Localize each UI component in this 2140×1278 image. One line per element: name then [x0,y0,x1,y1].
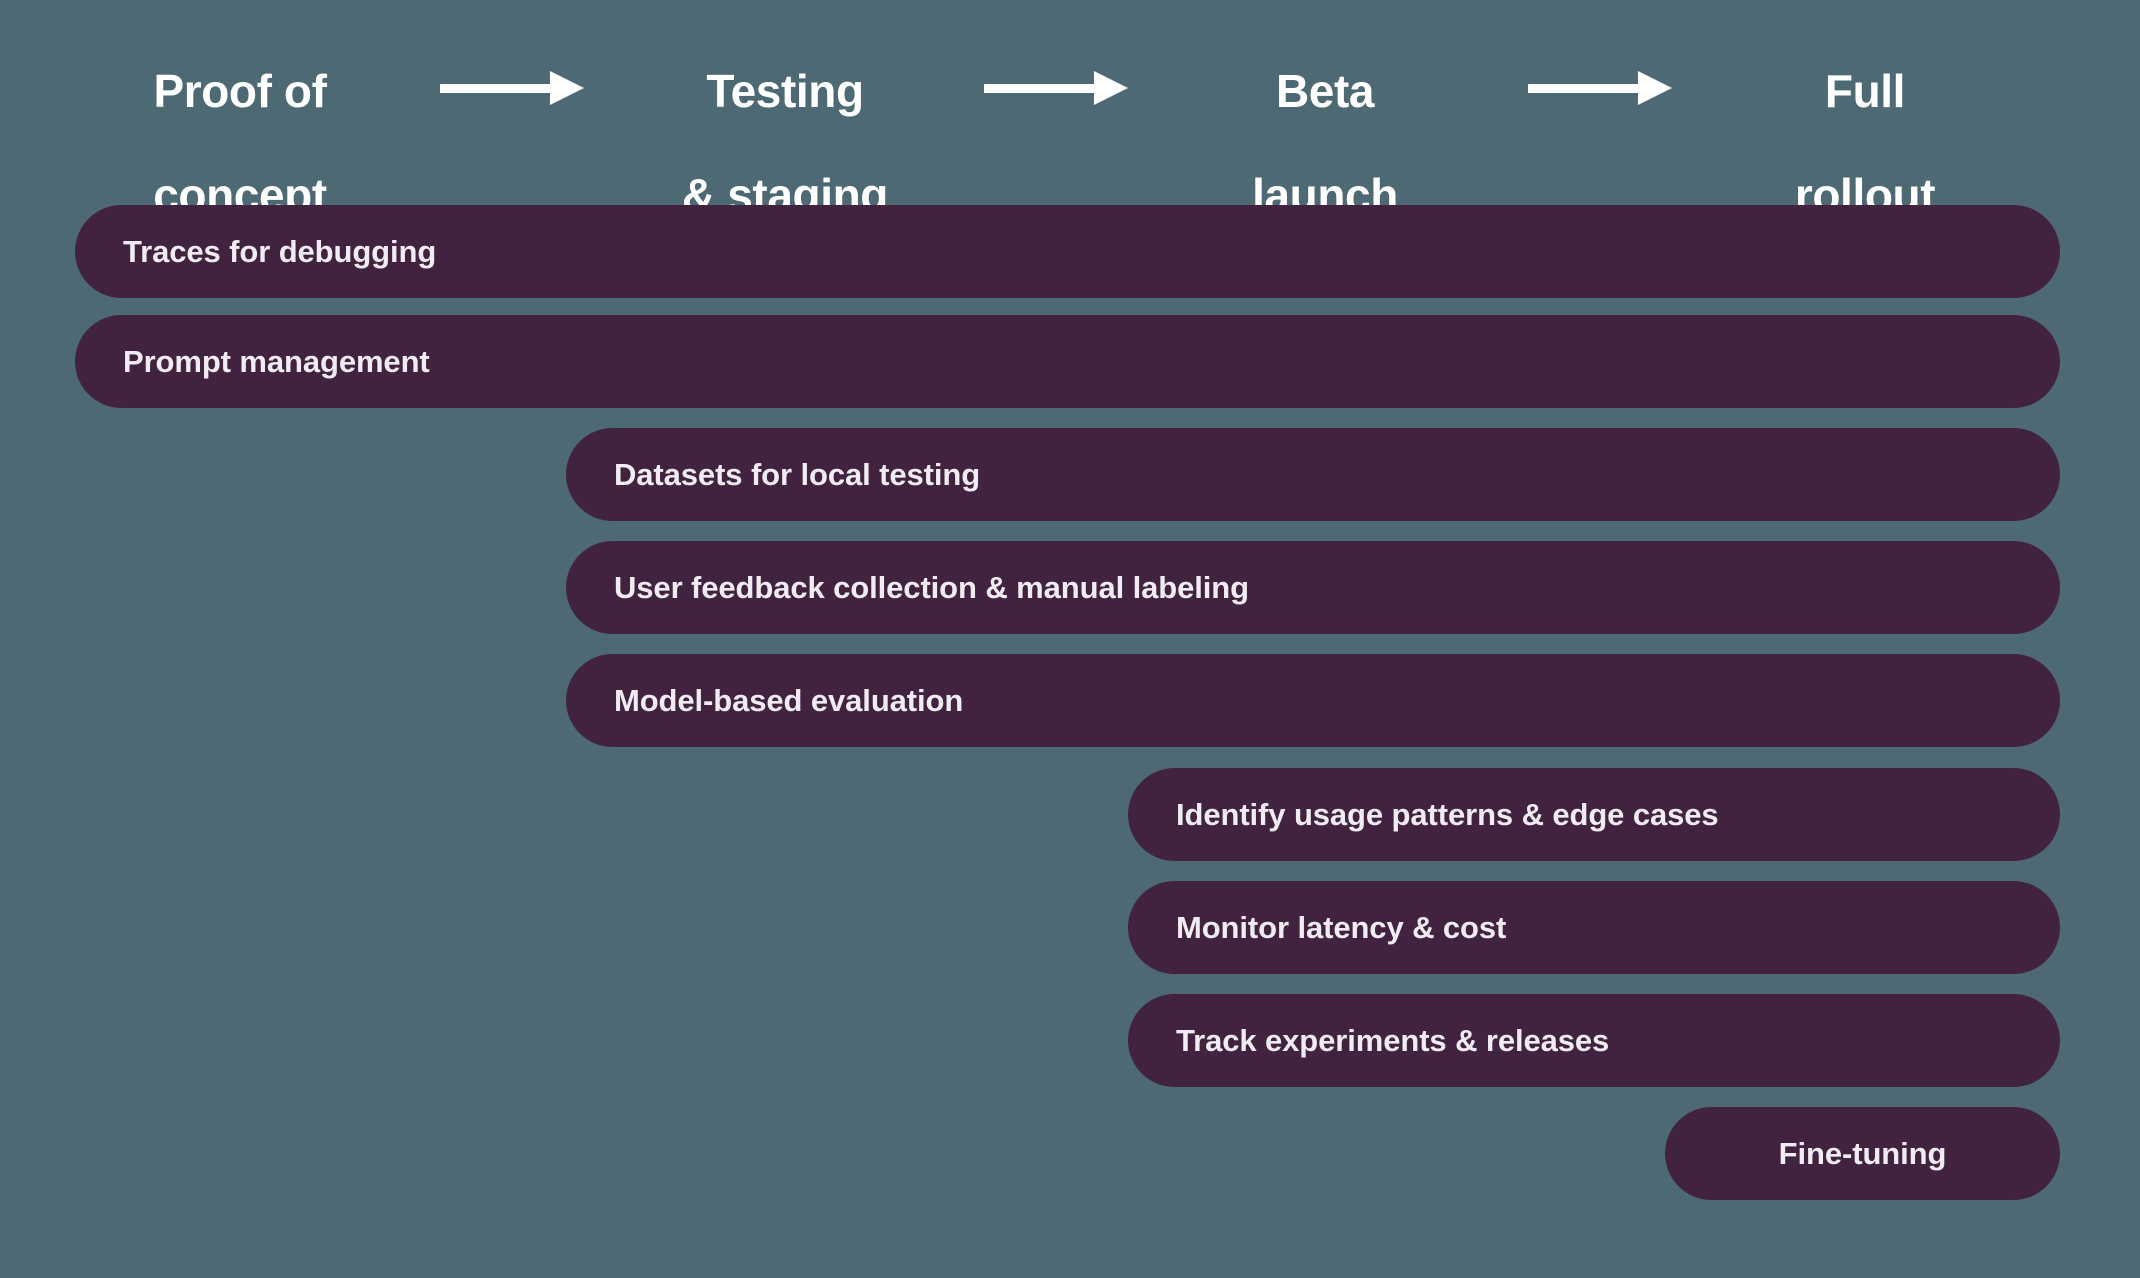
lifecycle-bar-label: User feedback collection & manual labeli… [614,570,1249,605]
right-arrow-icon [1528,68,1672,108]
lifecycle-bar-label: Identify usage patterns & edge cases [1176,797,1719,832]
lifecycle-bar-label: Model-based evaluation [614,683,964,718]
lifecycle-bar-label: Track experiments & releases [1176,1023,1610,1058]
lifecycle-bar-track-experiments-and-releases[interactable]: Track experiments & releases [1128,994,2060,1087]
lifecycle-bar-traces-for-debugging[interactable]: Traces for debugging [75,205,2060,298]
stage-header-line1: Beta [1275,64,1375,117]
lifecycle-bar-monitor-latency-and-cost[interactable]: Monitor latency & cost [1128,881,2060,974]
lifecycle-bar-label: Datasets for local testing [614,457,981,492]
stage-header-line1: Testing [706,64,864,117]
arrow-head [550,71,584,105]
right-arrow-icon [984,68,1128,108]
stage-header-line1: Proof of [153,64,327,117]
lifecycle-bar-datasets-for-local-testing[interactable]: Datasets for local testing [566,428,2060,521]
arrow-head [1638,71,1672,105]
lifecycle-bar-label: Traces for debugging [123,234,437,269]
lifecycle-bar-model-based-evaluation[interactable]: Model-based evaluation [566,654,2060,747]
lifecycle-bar-label: Fine-tuning [1778,1136,1947,1171]
stage-header-line1: Full [1824,64,1906,117]
arrow-shaft [984,84,1096,93]
lifecycle-bar-identify-usage-patterns-and-edge-cases[interactable]: Identify usage patterns & edge cases [1128,768,2060,861]
lifecycle-bar-label: Prompt management [123,344,430,379]
arrow-shaft [440,84,552,93]
arrow-head [1094,71,1128,105]
lifecycle-bar-prompt-management[interactable]: Prompt management [75,315,2060,408]
lifecycle-bar-user-feedback-collection-and-manual-labeling[interactable]: User feedback collection & manual labeli… [566,541,2060,634]
arrow-shaft [1528,84,1640,93]
lifecycle-bar-fine-tuning[interactable]: Fine-tuning [1665,1107,2060,1200]
lifecycle-bar-label: Monitor latency & cost [1176,910,1507,945]
right-arrow-icon [440,68,584,108]
